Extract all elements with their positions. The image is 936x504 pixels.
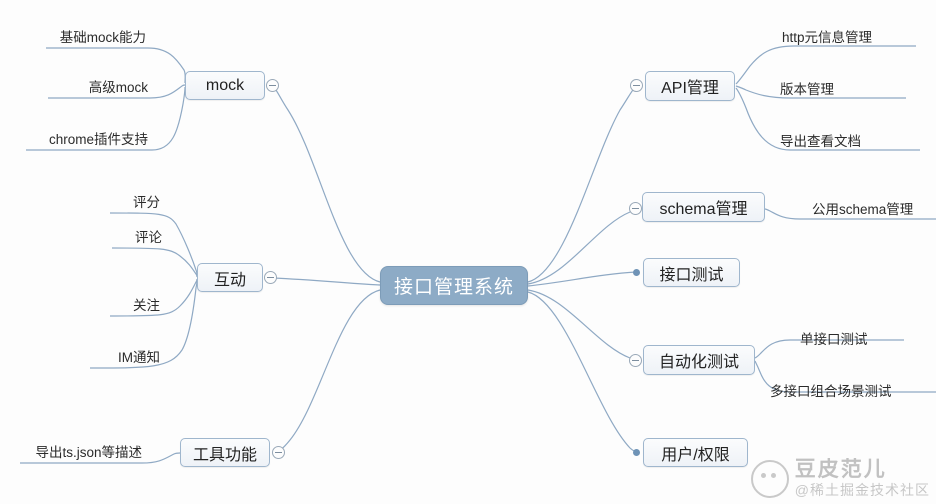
leaf-label: 关注 — [133, 298, 160, 313]
leaf-label: 导出ts.json等描述 — [35, 445, 142, 460]
branch-node-schema-management-label: schema管理 — [659, 201, 748, 218]
edge-interaction-child-0 — [109, 212, 198, 277]
root-node-label: 接口管理系统 — [393, 277, 514, 298]
leaf-schema-management-child-0[interactable]: 公用schema管理 — [812, 198, 936, 218]
edge-mock-child-2 — [26, 86, 186, 151]
leaf-label: chrome插件支持 — [48, 132, 148, 147]
collapse-toggle-mock-icon[interactable] — [266, 79, 279, 92]
collapse-toggle-automation-test-icon[interactable] — [629, 354, 642, 367]
leaf-label: 基础mock能力 — [59, 30, 146, 45]
collapse-toggle-schema-management-icon[interactable] — [629, 202, 642, 215]
leaf-interaction-child-3[interactable]: IM通知 — [90, 346, 160, 366]
leaf-interaction-child-0[interactable]: 评分 — [110, 191, 160, 211]
branch-node-interface-test-label: 接口测试 — [659, 266, 724, 284]
root-node[interactable]: 接口管理系统 — [380, 266, 528, 305]
edge-root-interaction — [271, 277, 381, 286]
leaf-api-management-child-0[interactable]: http元信息管理 — [782, 26, 922, 46]
leaf-api-management-child-1[interactable]: 版本管理 — [780, 78, 900, 98]
edge-automation-child-0 — [754, 339, 904, 359]
edge-interaction-child-1 — [111, 247, 198, 278]
edge-api-child-2 — [735, 87, 920, 151]
branch-node-user-permission-label: 用户/权限 — [661, 446, 730, 464]
collapse-toggle-tooling-icon[interactable] — [272, 446, 285, 459]
collapse-toggle-api-management-icon[interactable] — [630, 79, 643, 92]
edge-interaction-child-3 — [89, 279, 198, 369]
leaf-interaction-child-2[interactable]: 关注 — [110, 294, 160, 314]
edge-automation-child-1 — [754, 360, 936, 393]
branch-node-interaction-label: 互动 — [213, 271, 246, 289]
branch-node-api-management-label: API管理 — [661, 80, 719, 97]
branch-node-automation-test[interactable]: 自动化测试 — [643, 345, 755, 375]
leaf-label: 评论 — [135, 230, 162, 245]
leaf-automation-test-child-1[interactable]: 多接口组合场景测试 — [770, 380, 930, 400]
leaf-label: IM通知 — [118, 350, 160, 365]
branch-node-automation-test-label: 自动化测试 — [658, 354, 739, 371]
leaf-mock-child-0[interactable]: 基础mock能力 — [46, 26, 146, 46]
leaf-tooling-child-0[interactable]: 导出ts.json等描述 — [20, 441, 142, 461]
edge-root-tooling — [273, 289, 381, 454]
leaf-label: 评分 — [133, 195, 160, 210]
leaf-interaction-child-1[interactable]: 评论 — [112, 226, 162, 246]
branch-node-interaction[interactable]: 互动 — [197, 263, 263, 292]
branch-node-mock-label: mock — [205, 76, 245, 94]
branch-node-tooling[interactable]: 工具功能 — [180, 438, 270, 467]
branch-node-schema-management[interactable]: schema管理 — [642, 192, 765, 222]
leaf-label: 版本管理 — [780, 82, 834, 97]
leaf-label: 高级mock — [88, 80, 148, 95]
edge-api-child-1 — [735, 85, 906, 99]
leaf-label: 多接口组合场景测试 — [770, 384, 892, 399]
leaf-label: http元信息管理 — [782, 30, 873, 45]
branch-node-mock[interactable]: mock — [185, 71, 265, 100]
edge-root-api — [527, 85, 637, 283]
branch-node-api-management[interactable]: API管理 — [645, 71, 735, 101]
leaf-mock-child-2[interactable]: chrome插件支持 — [26, 128, 148, 148]
leaf-mock-child-1[interactable]: 高级mock — [48, 76, 148, 96]
edge-root-schema — [527, 208, 637, 285]
edge-root-mock — [271, 84, 381, 283]
edge-api-child-0 — [735, 45, 916, 85]
branch-node-tooling-label: 工具功能 — [192, 446, 257, 464]
collapse-toggle-interaction-icon[interactable] — [264, 271, 277, 284]
leaf-marker-interface-test-icon — [633, 269, 640, 276]
leaf-automation-test-child-0[interactable]: 单接口测试 — [800, 328, 910, 348]
leaf-label: 公用schema管理 — [812, 202, 914, 217]
edge-root-interface-test — [527, 271, 637, 287]
edge-root-automation — [527, 289, 637, 361]
leaf-label: 单接口测试 — [800, 332, 868, 347]
leaf-marker-user-permission-icon — [633, 449, 640, 456]
branch-node-interface-test[interactable]: 接口测试 — [643, 258, 740, 287]
edge-tooling-child-0 — [20, 452, 181, 464]
leaf-api-management-child-2[interactable]: 导出查看文档 — [780, 130, 910, 150]
edge-schema-child-0 — [764, 208, 936, 220]
leaf-label: 导出查看文档 — [780, 134, 861, 149]
branch-node-user-permission[interactable]: 用户/权限 — [643, 438, 748, 467]
edge-root-user-permission — [527, 291, 637, 453]
edge-mock-child-1 — [48, 84, 186, 99]
